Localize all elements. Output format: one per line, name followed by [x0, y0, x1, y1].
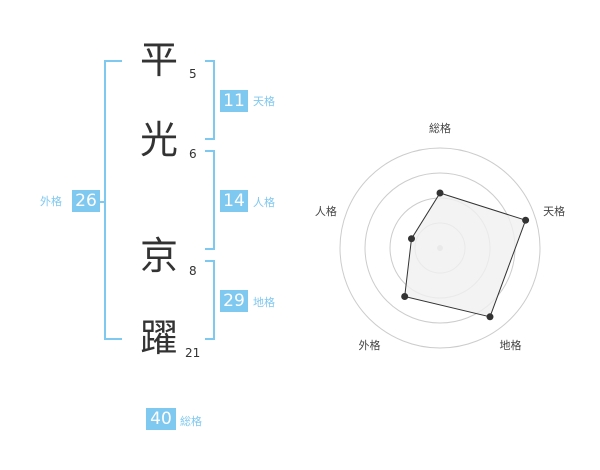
jinkaku-label: 人格: [253, 196, 275, 209]
chikaku-badge: 29: [220, 290, 248, 312]
tenkaku-bracket-bottom: [205, 138, 215, 140]
name-char-1: 平: [140, 38, 179, 82]
radar-point: [408, 235, 415, 243]
jinkaku-bracket-vertical: [213, 150, 215, 250]
jinkaku-bracket-bottom: [205, 248, 215, 250]
name-char-3-strokes: 8: [189, 264, 197, 278]
radar-axis-label: 人格: [315, 204, 337, 218]
radar-point: [401, 293, 409, 300]
chikaku-bracket-vertical: [213, 260, 215, 340]
radar-axis-label: 天格: [543, 204, 565, 218]
radar-point: [486, 313, 494, 321]
gaikaku-bracket-top: [104, 60, 122, 62]
chikaku-bracket-bottom: [205, 338, 215, 340]
radar-area: [401, 189, 530, 321]
name-char-2-strokes: 6: [189, 147, 197, 161]
name-char-3: 京: [140, 234, 179, 278]
tenkaku-bracket-top: [205, 60, 215, 62]
radar-grid-ring: [339, 147, 541, 349]
gaikaku-label: 外格: [40, 195, 62, 208]
chikaku-bracket-top: [205, 260, 215, 262]
soukaku-badge: 40: [146, 408, 176, 430]
gaikaku-bracket-bottom: [104, 338, 122, 340]
gaikaku-bracket-tick: [98, 201, 106, 203]
name-char-2: 光: [140, 118, 179, 162]
gaikaku-bracket-vertical: [104, 60, 106, 340]
radar-axis-label: 外格: [359, 338, 381, 352]
soukaku-label: 総格: [180, 415, 202, 428]
radar-polygon: [404, 192, 527, 318]
radar-point: [436, 189, 444, 197]
radar-point: [522, 216, 530, 224]
tenkaku-badge: 11: [220, 90, 248, 112]
chikaku-label: 地格: [253, 296, 275, 309]
name-char-1-strokes: 5: [189, 67, 197, 81]
jinkaku-bracket-top: [205, 150, 215, 152]
tenkaku-bracket-vertical: [213, 60, 215, 140]
radar-axis-label: 総格: [429, 121, 451, 135]
gaikaku-badge: 26: [72, 190, 100, 212]
tenkaku-label: 天格: [253, 95, 275, 108]
name-char-4-strokes: 21: [185, 346, 201, 360]
jinkaku-badge: 14: [220, 190, 248, 212]
name-char-4: 躍: [140, 316, 179, 360]
radar-axis-label: 地格: [500, 338, 522, 352]
